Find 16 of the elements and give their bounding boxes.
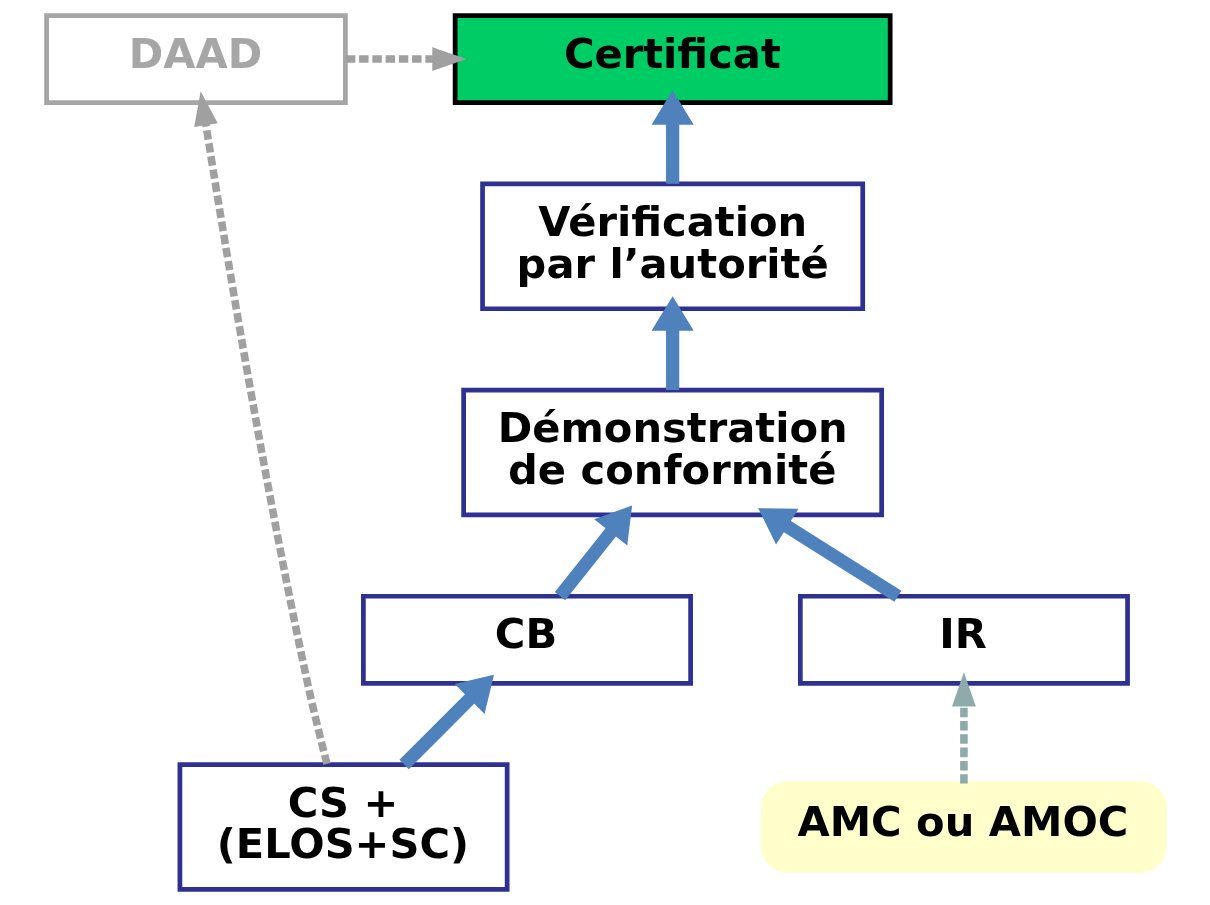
arrow (951, 672, 976, 784)
node-box: CB (360, 593, 693, 686)
node-box: IR (797, 593, 1130, 686)
node-box: Vérification par l’autorité (479, 181, 865, 312)
arrow (398, 674, 494, 770)
arrow (757, 508, 901, 602)
node-box: Certificat (452, 13, 893, 105)
arrow (651, 296, 694, 390)
arrow (651, 90, 694, 184)
arrow (554, 505, 632, 601)
node-box: CS + (ELOS+SC) (177, 762, 509, 892)
node-box: DAAD (43, 13, 348, 105)
node-box: AMC ou AMOC (760, 781, 1167, 873)
arrow (193, 91, 331, 765)
node-box: Démonstration de conformité (460, 387, 884, 518)
arrow (345, 47, 466, 72)
